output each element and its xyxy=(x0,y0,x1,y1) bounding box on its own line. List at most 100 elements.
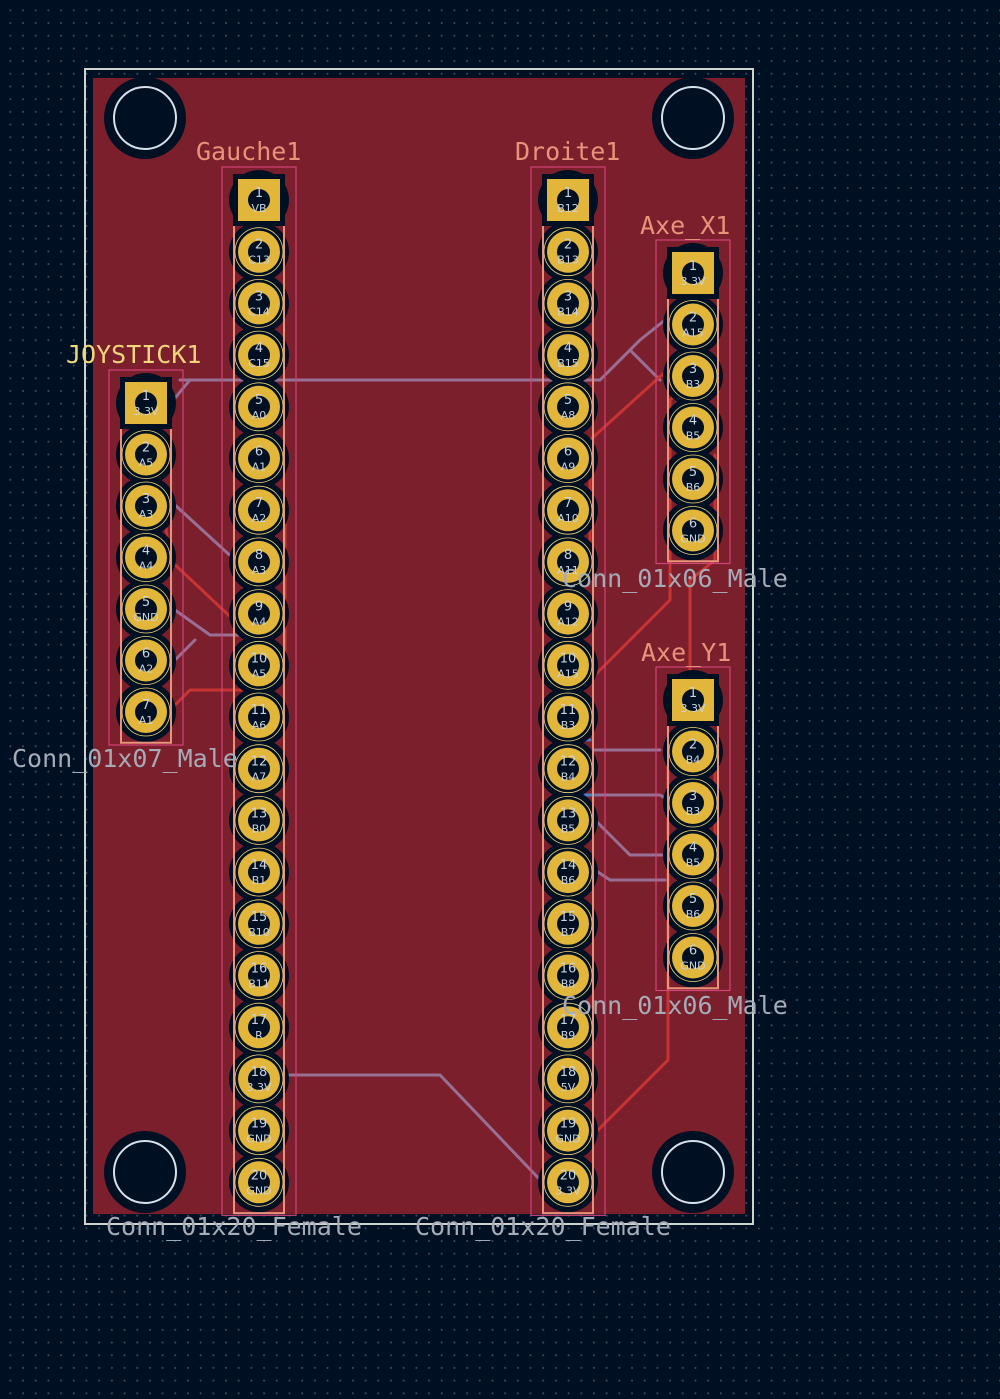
pad-drill xyxy=(682,689,704,711)
pad-drill xyxy=(135,701,157,723)
pad-number: 2 xyxy=(142,441,150,456)
ratsnest-line[interactable] xyxy=(278,1073,547,1187)
pad-drill xyxy=(248,912,270,935)
value-axe-y[interactable]: Conn_01x06_Male xyxy=(562,991,788,1020)
pad-number: 14 xyxy=(251,858,268,873)
pad-outline xyxy=(543,847,593,897)
pad-drill xyxy=(557,654,579,677)
pad-number: 5 xyxy=(689,892,697,907)
pad-drill xyxy=(135,598,157,620)
pad-number: 4 xyxy=(689,841,697,856)
value-axe-x[interactable]: Conn_01x06_Male xyxy=(562,564,788,593)
pad-number: 6 xyxy=(564,445,572,460)
pad-outline xyxy=(121,584,171,634)
pad-number: 8 xyxy=(255,548,263,563)
ref-joystick[interactable]: JOYSTICK1 xyxy=(66,340,202,369)
pad-net-label: 3.3V xyxy=(555,1184,580,1197)
pad-drill xyxy=(557,550,579,573)
pad-number: 2 xyxy=(255,238,263,253)
pad-number: 20 xyxy=(251,1168,268,1183)
value-gauche[interactable]: Conn_01x20_Female xyxy=(106,1212,362,1241)
pad-outline xyxy=(234,744,284,794)
ref-droite[interactable]: Droite1 xyxy=(515,137,621,166)
pad-number: 5 xyxy=(255,393,263,408)
pad-drill xyxy=(248,1171,270,1194)
pad-net-label: B5 xyxy=(686,430,701,443)
pad-outline xyxy=(121,430,171,479)
pad-number: 12 xyxy=(251,755,268,770)
pad-net-label: 3.3V xyxy=(246,1081,271,1094)
pad-drill xyxy=(557,602,579,625)
pad-outline xyxy=(668,351,718,401)
pad-drill xyxy=(682,519,704,542)
pad-net-label: B0 xyxy=(252,822,267,835)
pad-net-label: GND xyxy=(680,960,705,973)
pad-drill xyxy=(682,740,704,763)
pad-net-label: GND xyxy=(246,1184,271,1197)
pad-drill xyxy=(557,861,579,884)
pad-net-label: B13 xyxy=(557,254,579,267)
courtyard xyxy=(221,166,297,1216)
pad-outline xyxy=(543,434,593,483)
pad-drill xyxy=(135,649,157,672)
pad-outline xyxy=(543,382,593,432)
pad-net-label: C14 xyxy=(248,305,270,318)
ratsnest-line[interactable] xyxy=(593,818,672,857)
mounting-hole-bottom-left[interactable] xyxy=(113,1140,177,1204)
value-joystick[interactable]: Conn_01x07_Male xyxy=(12,744,238,773)
copper-zone[interactable] xyxy=(93,78,745,1214)
ratsnest-line[interactable] xyxy=(593,868,667,882)
front-track[interactable] xyxy=(688,453,717,722)
pad-net-label: 3.3V xyxy=(680,275,705,288)
pad-number: 4 xyxy=(142,544,150,559)
pad-net-label: B6 xyxy=(686,908,701,921)
footprint-droite[interactable]: 1B122B133B144B155A86A97A108A119A1210A151… xyxy=(530,166,606,1216)
pad-net-label: A2 xyxy=(252,512,267,525)
mounting-hole-clearance xyxy=(652,77,734,159)
pad-net-label: B6 xyxy=(561,874,576,887)
board-layer xyxy=(84,68,754,1225)
pad-drill xyxy=(682,468,704,490)
footprint-gauche[interactable]: 1VB2C133C144C155A06A17A28A39A410A511A612… xyxy=(221,166,297,1216)
pad-net-label: 3.3V xyxy=(133,405,158,418)
mounting-hole-top-right[interactable] xyxy=(661,86,725,150)
pad-outline xyxy=(543,1002,593,1052)
pad-drill xyxy=(248,757,270,780)
ref-axe-x[interactable]: Axe_X1 xyxy=(640,211,731,240)
pad-number: 6 xyxy=(689,517,697,532)
ref-axe-y[interactable]: Axe_Y1 xyxy=(641,638,732,667)
pad-net-label: B15 xyxy=(557,357,579,370)
ratsnest-line[interactable] xyxy=(173,638,197,662)
pad-net-label: A11 xyxy=(557,564,579,577)
pads-layer: 1VB2C133C144C155A06A17A28A39A410A511A612… xyxy=(108,166,731,1216)
pad-net-label: B3 xyxy=(561,719,576,732)
ref-gauche[interactable]: Gauche1 xyxy=(196,137,302,166)
pad-outline xyxy=(543,278,593,328)
pad-net-label: VB xyxy=(251,202,266,215)
pad-outline xyxy=(543,692,593,742)
pad-number: 15 xyxy=(251,910,268,925)
mounting-hole-bottom-right[interactable] xyxy=(661,1140,725,1204)
pad-drill xyxy=(557,447,579,470)
pad-outline xyxy=(543,537,593,587)
courtyard xyxy=(655,239,731,565)
pad-net-label: B4 xyxy=(686,754,701,767)
value-droite[interactable]: Conn_01x20_Female xyxy=(415,1212,671,1241)
pad-outline xyxy=(543,744,593,794)
pad-drill xyxy=(557,1171,579,1194)
mounting-hole-clearance xyxy=(104,77,186,159)
pad-number: 2 xyxy=(689,311,697,326)
mounting-hole-top-left[interactable] xyxy=(113,86,177,150)
pad-net-label: B4 xyxy=(561,771,576,784)
pad-net-label: A12 xyxy=(557,616,579,629)
ratsnest-line[interactable] xyxy=(628,348,662,382)
pad-number: 5 xyxy=(142,595,150,610)
pad-number: 7 xyxy=(564,496,572,511)
pad-outline xyxy=(234,485,284,535)
pad-number: 16 xyxy=(560,962,577,977)
pad-drill xyxy=(682,895,704,917)
